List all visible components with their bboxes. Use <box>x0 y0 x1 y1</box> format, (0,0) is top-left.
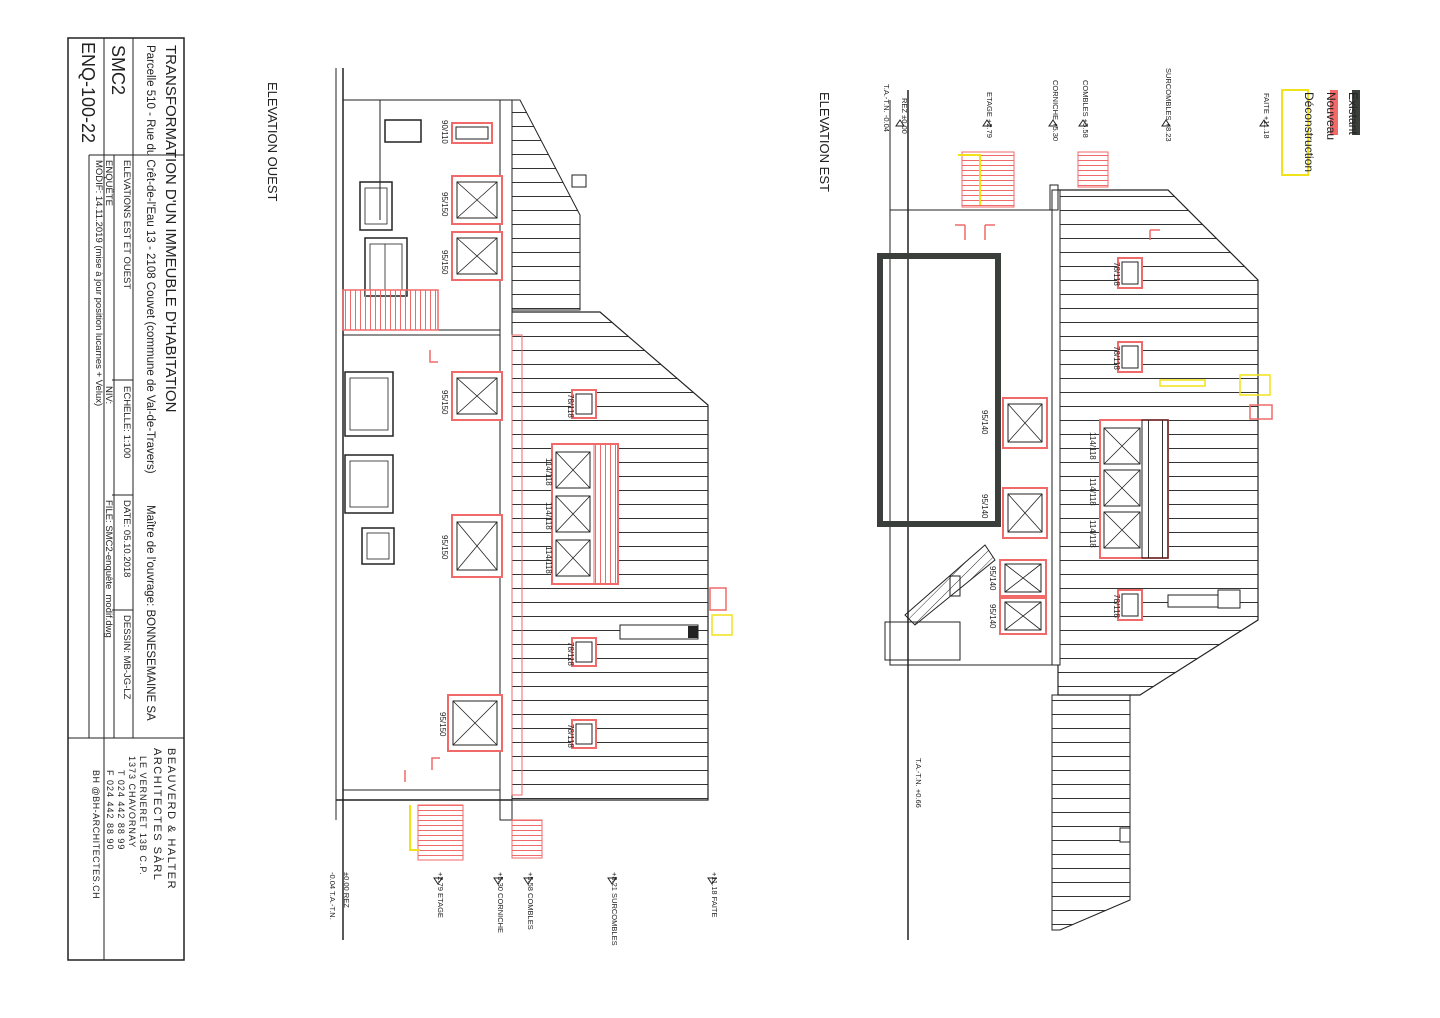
legend: Existant Nouveau Déconstruction <box>1281 89 1360 176</box>
east-dormer-3-label: 114/118 <box>1088 520 1097 548</box>
firm-subtitle: ARCHITECTES SÀRL <box>151 748 164 881</box>
west-velux-3-label: 78/118 <box>566 724 575 748</box>
west-window-2: 95/150 <box>440 231 503 281</box>
west-velux-3: 78/118 <box>566 719 597 749</box>
west-level-combles: +5.58 COMBLES <box>526 872 535 930</box>
elevation-est: ELEVATION EST 78/118 78/118 <box>817 68 1273 940</box>
east-level-ta-tn-right: T.A.-T.N. +0.66 <box>914 758 923 808</box>
project-code: SMC2 <box>108 45 128 95</box>
east-level-faite: FAITE +11.18 <box>1262 93 1271 139</box>
east-window-4: 95/140 <box>988 597 1047 635</box>
scale-label: ECHELLE: 1:100 <box>121 386 132 458</box>
firm-street: LE VERNERET 13B C.P. <box>138 756 148 876</box>
east-window-2: 95/140 <box>980 487 1048 539</box>
west-level-surcombles: +8.21 SURCOMBLES <box>610 872 619 946</box>
west-dormer-1-label: 114/118 <box>544 458 553 486</box>
elevation-ouest: ELEVATION OUEST <box>265 68 733 946</box>
west-window-top: 90/110 <box>440 120 493 144</box>
east-level-surcombles: SURCOMBLES +8.23 <box>1164 68 1173 142</box>
west-level-ta-tn: -0.04 T.A.-T.N. <box>328 872 337 920</box>
west-window-5: 95/150 <box>438 694 503 752</box>
west-velux-1: 78/118 <box>566 389 597 419</box>
east-velux-3-label: 78/118 <box>1112 594 1121 618</box>
firm-phone: T 024 442 88 99 <box>116 770 126 850</box>
legend-swatch-nouveau <box>1330 90 1338 135</box>
east-window-1: 95/140 <box>980 397 1048 449</box>
west-window-3: 95/150 <box>440 371 503 421</box>
east-dormer-2-label: 114/118 <box>1088 478 1097 506</box>
west-window-3-label: 95/150 <box>440 390 449 415</box>
phase-label: ENQUÊTE <box>103 160 114 206</box>
file-label: FILE: SMC2-enquête_modif.dwg <box>103 500 114 638</box>
title-block: TRANSFORMATION D'UN IMMEUBLE D'HABITATIO… <box>67 37 185 961</box>
west-velux-2: 78/118 <box>566 637 597 667</box>
east-level-combles: COMBLES +5.58 <box>1081 80 1090 138</box>
west-view-title: ELEVATION OUEST <box>265 82 280 201</box>
east-velux-3: 78/118 <box>1112 589 1143 621</box>
level-label: NIV: <box>103 386 114 404</box>
east-dormer: 114/118 114/118 114/118 <box>1088 419 1169 559</box>
firm-city: 1373 CHAVORNAY <box>127 756 137 848</box>
east-window-4-label: 95/140 <box>988 604 997 629</box>
west-velux-1-label: 78/118 <box>566 394 575 418</box>
legend-label-deconstruction: Déconstruction <box>1302 92 1316 172</box>
firm-name: BEAUVERD & HALTER <box>165 748 177 890</box>
west-window-top-label: 90/110 <box>440 120 449 144</box>
east-level-etage: ETAGE +2.79 <box>985 92 994 138</box>
date-label: DATE: 05.10.2018 <box>121 500 132 577</box>
east-level-ta-tn: T.A.-T.N. -0.04 <box>882 84 891 132</box>
west-dormer: 114/118 114/118 114/118 <box>544 443 619 585</box>
east-window-3: 95/140 <box>988 559 1047 597</box>
west-roof-rear <box>507 99 581 311</box>
project-address: Parcelle 510 - Rue du Crêt-de-l'Eau 13 -… <box>144 45 156 474</box>
legend-label-existant: Existant <box>1346 92 1360 135</box>
drawn-by-label: DESSIN: MB-JG-LZ <box>121 615 132 700</box>
east-velux-1-label: 78/118 <box>1112 262 1121 286</box>
firm-fax: F 024 442 88 90 <box>105 770 115 851</box>
east-velux-2: 78/118 <box>1112 341 1143 373</box>
east-velux-2-label: 78/118 <box>1112 346 1121 370</box>
modification-note: MODIF: 14.11.2019 (mise à jour position … <box>93 160 104 406</box>
west-velux-2-label: 78/118 <box>566 642 575 666</box>
east-view-title: ELEVATION EST <box>817 92 832 192</box>
drawing-number: ENQ-100-22 <box>78 42 98 143</box>
legend-swatch-existant <box>1352 90 1360 135</box>
west-dormer-3-label: 114/118 <box>544 546 553 574</box>
firm-web: BH @BH-ARCHITECTES.CH <box>91 770 101 899</box>
west-window-1: 95/150 <box>440 175 503 225</box>
firm-block: BEAUVERD & HALTER ARCHITECTES SÀRL LE VE… <box>91 748 177 899</box>
west-window-4: 95/150 <box>440 514 503 578</box>
east-window-2-label: 95/140 <box>980 494 989 519</box>
east-frame-dark <box>877 253 1001 527</box>
west-window-2-label: 95/150 <box>440 250 449 275</box>
legend-label-nouveau: Nouveau <box>1324 92 1338 140</box>
west-level-rez: ±0.00 REZ <box>342 872 351 908</box>
east-window-1-label: 95/140 <box>980 410 989 435</box>
west-window-1-label: 95/150 <box>440 192 449 217</box>
east-level-markers: FAITE +11.18 SURCOMBLES +8.23 COMBLES +5… <box>882 68 1271 808</box>
west-window-5-label: 95/150 <box>438 712 447 737</box>
legend-swatch-deconstruction <box>1281 89 1309 176</box>
west-level-markers: +11.18 FAITE +8.21 SURCOMBLES +5.58 COMB… <box>328 872 719 946</box>
project-owner: Maître de l'ouvrage: BONNESEMAINE SA <box>144 505 156 721</box>
west-level-corniche: +5.30 CORNICHE <box>496 872 505 933</box>
east-lower-wing <box>1051 694 1131 931</box>
project-title: TRANSFORMATION D'UN IMMEUBLE D'HABITATIO… <box>162 45 179 412</box>
west-dormer-2-label: 114/118 <box>544 502 553 530</box>
east-window-3-label: 95/140 <box>988 566 997 591</box>
east-level-corniche: CORNICHE +5.30 <box>1051 80 1060 141</box>
east-velux-1: 78/118 <box>1112 257 1143 289</box>
west-level-etage: +2.79 ETAGE <box>436 872 445 918</box>
east-level-rez: REZ ±0.00 <box>900 98 909 134</box>
west-level-faite: +11.18 FAITE <box>710 872 719 918</box>
west-window-4-label: 95/150 <box>440 535 449 560</box>
east-dormer-1-label: 114/118 <box>1088 432 1097 460</box>
drawing-title: ELEVATIONS EST ET OUEST <box>121 160 132 289</box>
